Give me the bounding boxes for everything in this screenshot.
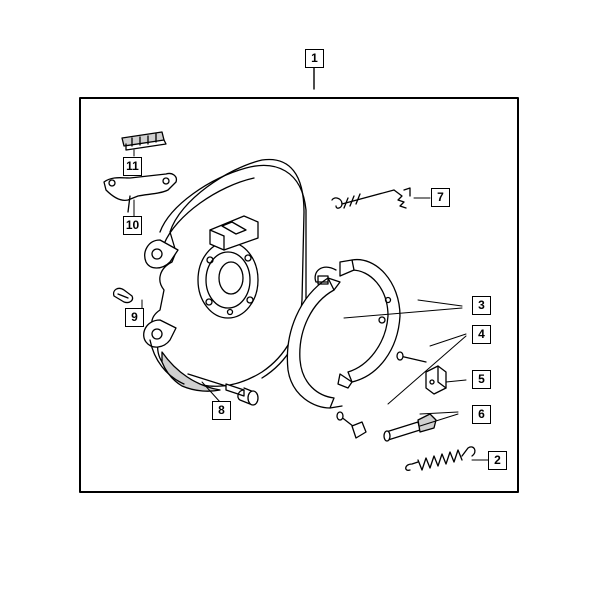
hold-down-pin xyxy=(336,351,427,439)
adjuster-bracket xyxy=(425,365,447,395)
leader-lines xyxy=(133,149,489,461)
callout-6: 6 xyxy=(472,405,491,424)
parking-brake-lever xyxy=(103,172,178,213)
brake-shoe-rear xyxy=(337,259,401,389)
brake-shoe-front xyxy=(286,266,343,409)
return-spring xyxy=(331,187,411,209)
callout-11: 11 xyxy=(123,157,142,176)
callout-2: 2 xyxy=(488,451,507,470)
adjuster-strut xyxy=(383,413,437,442)
callout-7: 7 xyxy=(431,188,450,207)
callout-1: 1 xyxy=(305,49,324,68)
callout-8: 8 xyxy=(212,401,231,420)
callout-3: 3 xyxy=(472,296,491,315)
adjuster-spring-set xyxy=(121,131,167,151)
assembly-frame xyxy=(79,97,519,493)
callout-5: 5 xyxy=(472,370,491,389)
retaining-clip xyxy=(112,287,134,304)
mounting-bolt xyxy=(187,373,259,406)
callout-10: 10 xyxy=(123,216,142,235)
coil-spring xyxy=(405,446,476,471)
backing-plate xyxy=(143,158,307,392)
callout-4: 4 xyxy=(472,325,491,344)
callout-9: 9 xyxy=(125,308,144,327)
